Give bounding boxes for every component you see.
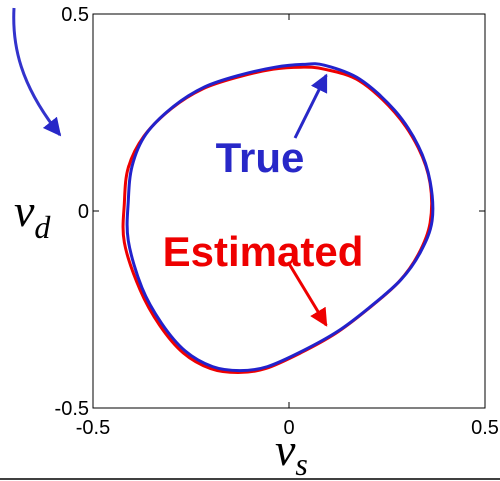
y-axis-label: vd: [14, 185, 51, 245]
annotation-estimated-label: Estimated: [163, 228, 364, 275]
y-tick-label-2: 0.5: [61, 4, 89, 26]
x-tick-label-2: 0.5: [471, 417, 499, 439]
x-axis-label-sub: s: [295, 446, 307, 481]
x-axis-label-main: v: [275, 424, 296, 475]
series-layer: [121, 62, 435, 375]
y-axis-label-main: v: [14, 185, 35, 236]
y-tick-label-0: -0.5: [55, 398, 89, 420]
series-estimated-curve: [121, 65, 434, 375]
annotation-estimated-arrow: [286, 261, 328, 327]
x-axis-label: vs: [275, 424, 308, 481]
annotation-true-label: True: [216, 134, 305, 181]
x-tick-label-1: 0: [283, 417, 294, 439]
y-axis-label-sub: d: [34, 209, 51, 245]
series-true-curve: [125, 62, 435, 373]
plot-frame: [92, 13, 486, 409]
annotation-true-arrow: [293, 73, 328, 139]
axis-ticks: [92, 13, 486, 409]
stray-arrow-curve: [12, 7, 62, 137]
y-tick-label-1: 0: [78, 201, 89, 223]
axis-tick-labels: -0.5 0 0.5 -0.5 0 0.5: [55, 4, 499, 439]
x-tick-label-0: -0.5: [76, 417, 110, 439]
